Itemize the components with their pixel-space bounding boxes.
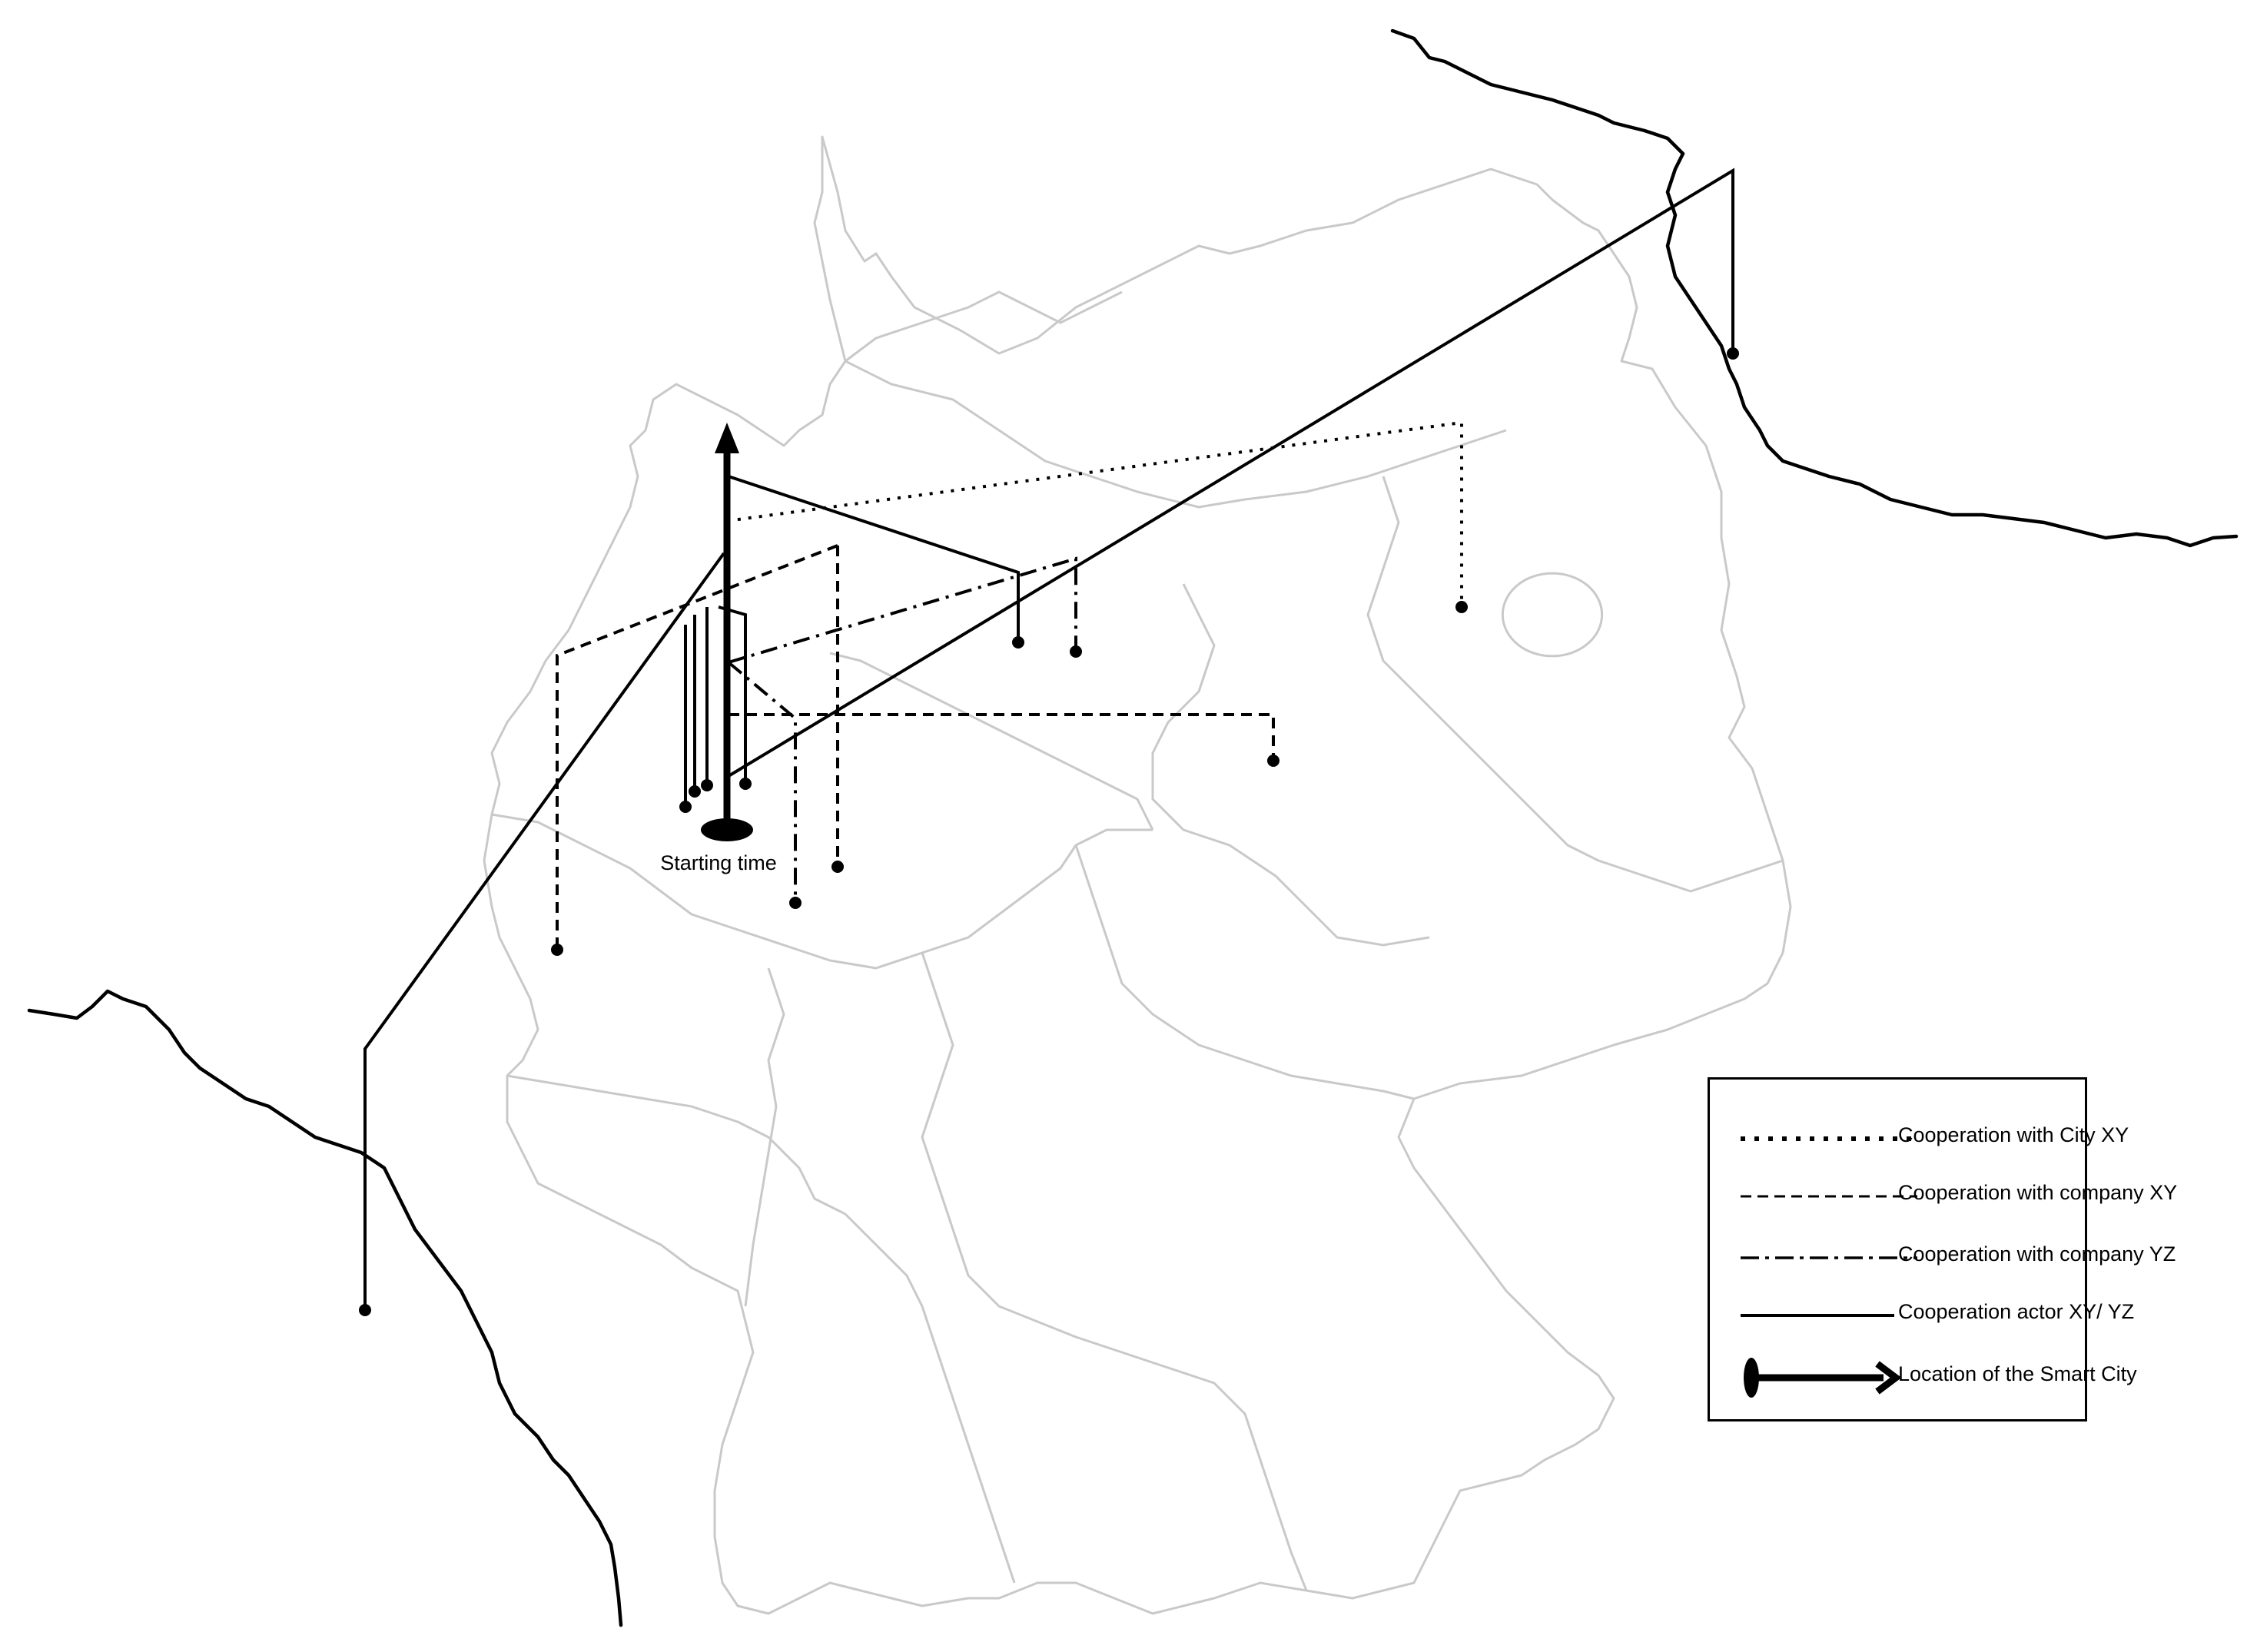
smart-city-marker [701,423,753,841]
dashed-line-icon [1741,1195,1917,1198]
foreign-borders [27,28,2239,1627]
endpoint-dot [1455,601,1468,613]
endpoint-dot [701,779,713,791]
legend-item-actor-xy-yz: Cooperation actor XY/ YZ [1710,1291,2134,1337]
legend-label: Location of the Smart City [1898,1362,2137,1385]
endpoint-dot [789,897,802,909]
endpoint-dot [679,801,692,813]
cooperation-lines [363,168,1734,1310]
solid-line-icon [1741,1314,1894,1317]
endpoint-dot [359,1304,371,1316]
legend-label: Cooperation with City XY [1898,1123,2129,1146]
endpoint-dot [739,778,752,790]
legend-item-company-xy: Cooperation with company XY [1710,1172,2177,1218]
endpoint-dot [831,861,844,873]
legend-label: Cooperation with company YZ [1898,1242,2176,1266]
legend: Cooperation with City XY Cooperation wit… [1708,1077,2177,1421]
germany-outline [483,135,1792,1615]
endpoint-dot [1267,755,1279,767]
starting-time-label: Starting time [660,851,777,874]
dash-dot-line-icon [1741,1256,1917,1259]
endpoint-dot [1070,645,1082,658]
dotted-line-icon [1741,1136,1917,1141]
legend-label: Cooperation actor XY/ YZ [1898,1300,2135,1323]
legend-label: Cooperation with company XY [1898,1181,2178,1204]
smart-city-arrow-icon [1744,1358,1902,1398]
legend-item-smart-city: Location of the Smart City [1710,1353,2137,1399]
legend-item-company-yz: Cooperation with company YZ [1710,1233,2176,1279]
legend-item-city-xy: Cooperation with City XY [1710,1114,2129,1160]
endpoint-dot [1727,347,1739,360]
endpoint-dot [1012,636,1024,649]
endpoint-dot [551,944,563,956]
endpoint-dot [689,785,701,798]
endpoint-dots [359,347,1739,1316]
